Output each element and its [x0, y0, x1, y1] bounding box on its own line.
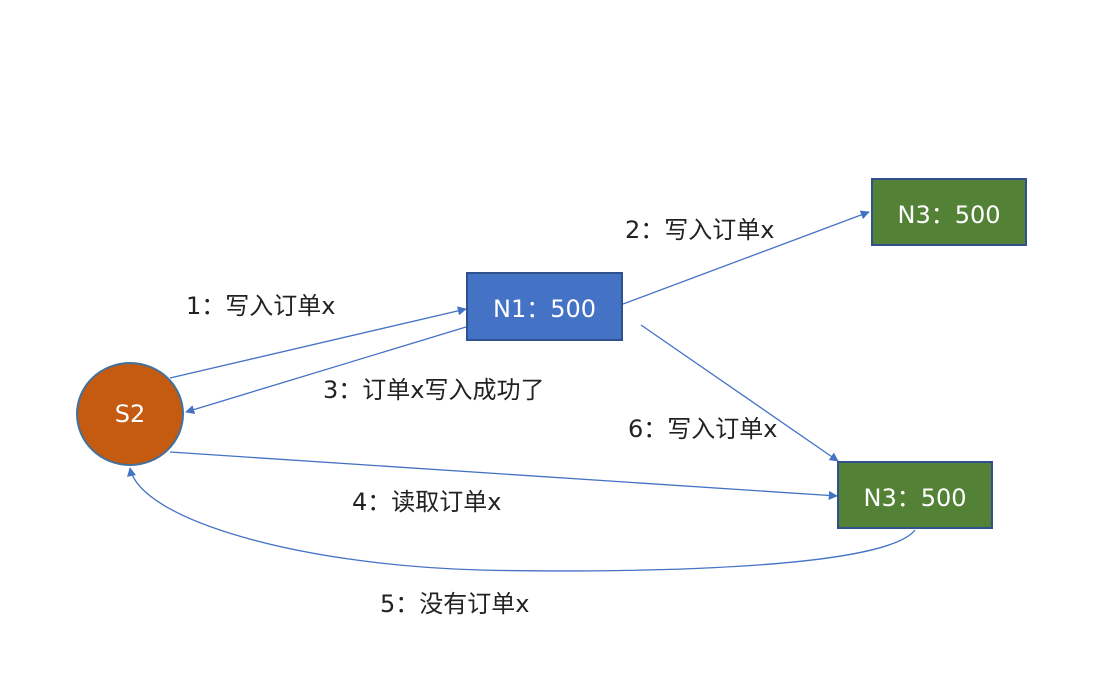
node-n1-label: N1：500	[492, 295, 597, 323]
edge-3-label: 3：订单x写入成功了	[323, 376, 545, 404]
edge-4-label: 4：读取订单x	[352, 488, 502, 516]
edge-5-arrow	[127, 467, 916, 572]
node-n1: N1：500	[466, 272, 623, 341]
node-s2: S2	[76, 362, 184, 466]
edge-1-arrow	[169, 306, 467, 379]
node-s2-label: S2	[114, 400, 146, 428]
edge-2-arrow	[622, 210, 870, 305]
edge-5-label: 5：没有订单x	[380, 590, 530, 618]
node-n3-bottom: N3：500	[837, 461, 993, 529]
edge-1-label: 1：写入订单x	[186, 292, 336, 320]
edge-3-arrow	[185, 326, 467, 414]
node-n3-top: N3：500	[871, 178, 1027, 246]
edge-4-arrow	[169, 451, 838, 501]
edge-2-label: 2：写入订单x	[625, 216, 775, 244]
node-n3-bottom-label: N3：500	[863, 483, 967, 512]
node-n3-top-label: N3：500	[897, 200, 1001, 229]
edge-6-arrow	[640, 324, 839, 462]
edge-6-label: 6：写入订单x	[628, 415, 778, 443]
